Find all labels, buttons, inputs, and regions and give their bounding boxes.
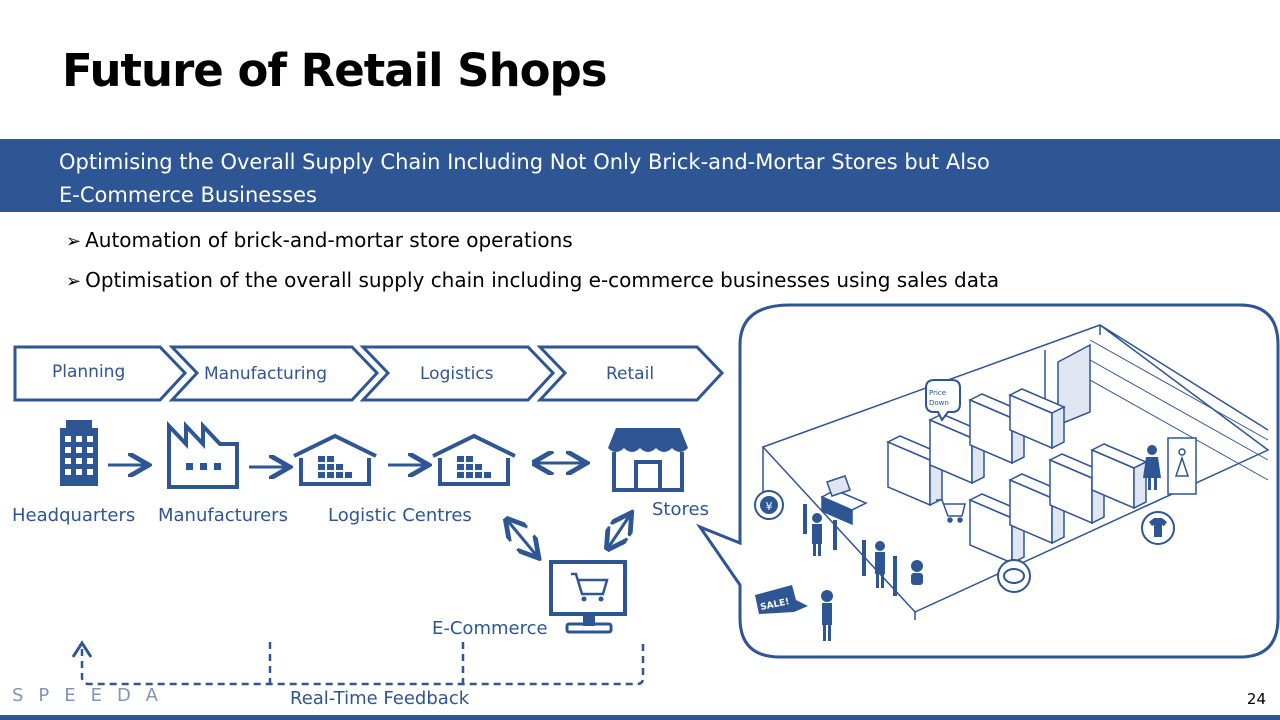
bullet-text: Automation of brick-and-mortar store ope… [85, 228, 573, 252]
slide-title: Future of Retail Shops [62, 44, 608, 97]
stage-label-manufacturing: Manufacturing [204, 364, 328, 384]
shopping-cart-icon [936, 499, 966, 523]
price-down-tag: Price Down [925, 379, 961, 422]
store-shelves [886, 388, 1148, 565]
bullet-arrow-icon: ➢ [66, 271, 82, 292]
sale-tag: SALE! [755, 585, 808, 614]
arrow-ecommerce-stores [608, 515, 630, 548]
warehouse-icon-1 [293, 433, 377, 486]
node-label-manufacturers: Manufacturers [158, 505, 288, 526]
node-label-ecommerce: E-Commerce [432, 618, 548, 639]
price-tag-line-1: Price [929, 389, 946, 397]
factory-icon [167, 420, 239, 489]
stage-chevron-logistics [359, 345, 556, 402]
food-badge-icon [997, 559, 1031, 593]
stage-label-planning: Planning [52, 362, 126, 382]
price-tag-line-2: Down [929, 399, 949, 407]
building-icon [60, 420, 98, 486]
svg-text:¥: ¥ [766, 500, 773, 513]
node-label-headquarters: Headquarters [12, 505, 136, 526]
node-label-logistic-centres: Logistic Centres [328, 505, 472, 526]
feedback-label: Real-Time Feedback [290, 688, 470, 709]
shopper-figures [803, 445, 1161, 641]
page-number: 24 [1246, 690, 1266, 708]
feedback-loop-line [80, 644, 645, 686]
feedback-arrow-icon [71, 640, 93, 658]
checkout-counter [820, 475, 868, 526]
arrow-logistics-ecommerce [507, 520, 537, 556]
warehouse-icon-2 [432, 433, 516, 486]
stage-chevron-planning [13, 345, 188, 402]
subtitle-banner [0, 139, 1280, 212]
node-label-stores: Stores [652, 499, 709, 520]
shirt-badge-icon [1141, 511, 1175, 545]
yen-badge-icon: ¥ [754, 490, 784, 520]
stage-label-logistics: Logistics [420, 364, 494, 384]
bullet-item: ➢Optimisation of the overall supply chai… [66, 268, 999, 292]
banner-line-1: Optimising the Overall Supply Chain Incl… [59, 150, 990, 174]
stage-chevron-manufacturing [168, 345, 380, 402]
stage-label-retail: Retail [606, 364, 655, 384]
speeda-logo: SPEEDA [12, 685, 173, 706]
footer-line [0, 715, 1280, 720]
bullet-arrow-icon: ➢ [66, 231, 82, 252]
store-scene-bubble [695, 303, 1280, 659]
banner-line-2: E-Commerce Businesses [59, 183, 317, 207]
computer-cart-icon [549, 560, 627, 634]
store-icon [608, 428, 688, 492]
stage-chevron-retail [536, 345, 725, 402]
bullet-item: ➢Automation of brick-and-mortar store op… [66, 228, 573, 252]
bullet-text: Optimisation of the overall supply chain… [85, 268, 1000, 292]
clothing-sign-icon [1167, 437, 1197, 495]
subtitle-banner-text: Optimising the Overall Supply Chain Incl… [59, 146, 1239, 212]
